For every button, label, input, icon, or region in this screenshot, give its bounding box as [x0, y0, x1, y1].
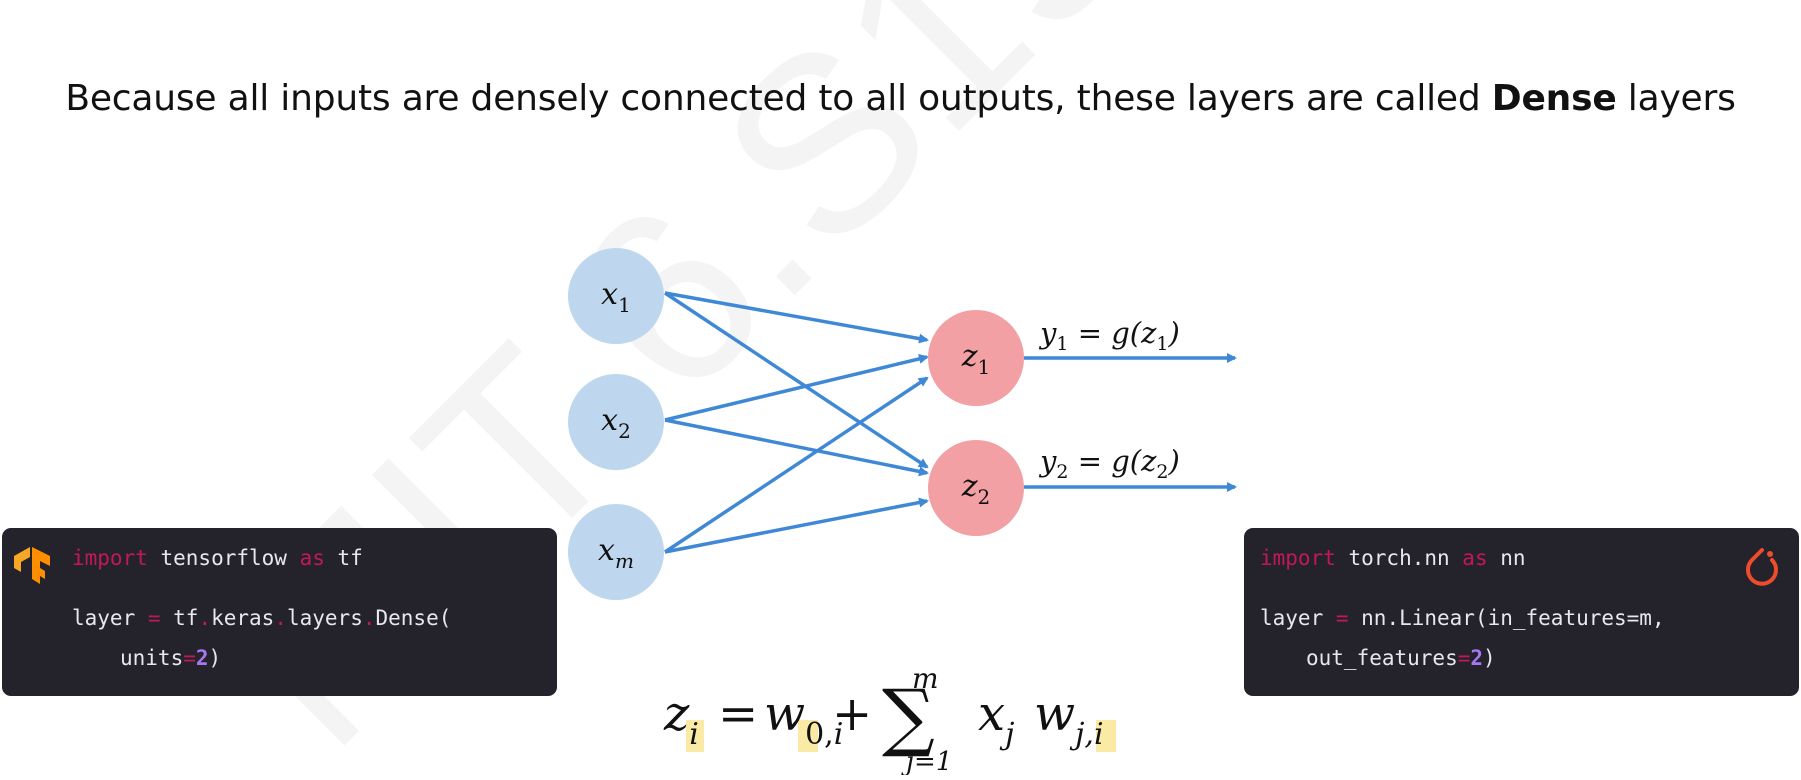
formula-z: z — [663, 686, 690, 742]
node-z2-sub: 2 — [978, 485, 991, 509]
svg-text:z1: z1 — [961, 339, 991, 379]
formula-w-sub-b: i — [1094, 717, 1104, 752]
node-x2-label: x — [601, 403, 618, 438]
node-z2-label: z — [961, 469, 978, 504]
node-x2-sub: 2 — [618, 419, 631, 443]
edge-x1-z1 — [664, 291, 929, 344]
formula-w: w — [1034, 686, 1075, 742]
svg-text:z2: z2 — [961, 469, 991, 509]
tensorflow-logo-icon — [14, 547, 50, 584]
output-node-z1: z1 — [928, 310, 1024, 406]
node-xm-sub: m — [615, 549, 634, 573]
torch-code-line-1: import torch.nn as nn — [1260, 546, 1526, 570]
svg-text:zi=w0,i+: zi=w0,i+ — [663, 686, 872, 752]
input-node-xm: xm — [568, 504, 664, 600]
highlight-w-sub — [1096, 720, 1116, 752]
svg-text:x1: x1 — [601, 277, 631, 317]
node-x1-label: x — [601, 277, 618, 312]
node-x1-sub: 1 — [618, 293, 631, 317]
formula-w0-sub-a: 0, — [805, 717, 834, 752]
formula-sum: ∑ — [882, 674, 935, 760]
torch-code-line-2: layer = nn.Linear(in_features=m, — [1260, 606, 1665, 630]
slide-title: Because all inputs are densely connected… — [0, 78, 1801, 119]
node-z1-label: z — [961, 339, 978, 374]
formula-w0: w — [764, 686, 805, 742]
formula-sum-lower: j=1 — [901, 747, 952, 775]
edge-x2-z2 — [664, 418, 929, 477]
edge-x2-z1 — [664, 354, 929, 422]
tf-code-line-1: import tensorflow as tf — [72, 546, 363, 570]
edge-xm-z2 — [664, 497, 929, 554]
tensorflow-code-block: import tensorflow as tf layer = tf.keras… — [2, 528, 557, 696]
tf-code-line-2: layer = tf.keras.layers.Dense( — [72, 606, 452, 630]
formula-plus: + — [832, 686, 872, 742]
output-node-z2: z2 — [928, 440, 1024, 536]
formula-x: x — [978, 686, 1005, 742]
formula-w0-sub-b: i — [834, 717, 844, 752]
pytorch-logo-icon — [1746, 548, 1778, 586]
tf-code-line-3: units=2) — [120, 646, 222, 670]
title-bold-word: Dense — [1491, 78, 1617, 119]
connections — [664, 291, 1237, 554]
svg-text:xm: xm — [598, 533, 634, 573]
torch-code-line-3: out_features=2) — [1306, 646, 1496, 670]
title-prefix: Because all inputs are densely connected… — [65, 78, 1492, 119]
node-xm-label: x — [598, 533, 615, 568]
output-eq-1: y1 = g(z1) — [1038, 316, 1180, 355]
output-eq-2: y2 = g(z2) — [1038, 444, 1180, 483]
node-z1-sub: 1 — [978, 355, 991, 379]
edge-xm-z1 — [664, 376, 929, 554]
formula-z-sub: i — [689, 717, 699, 752]
formula-equals: = — [718, 686, 758, 742]
edge-x1-z2 — [664, 291, 929, 469]
input-node-x1: x1 — [568, 248, 664, 344]
formula-sum-upper: m — [912, 662, 939, 695]
title-suffix: layers — [1616, 78, 1736, 119]
pytorch-code-block: import torch.nn as nn layer = nn.Linear(… — [1244, 528, 1799, 696]
input-node-x2: x2 — [568, 374, 664, 470]
svg-text:x2: x2 — [601, 403, 631, 443]
highlight-z-sub — [686, 720, 704, 752]
highlight-w0-sub — [798, 720, 818, 752]
